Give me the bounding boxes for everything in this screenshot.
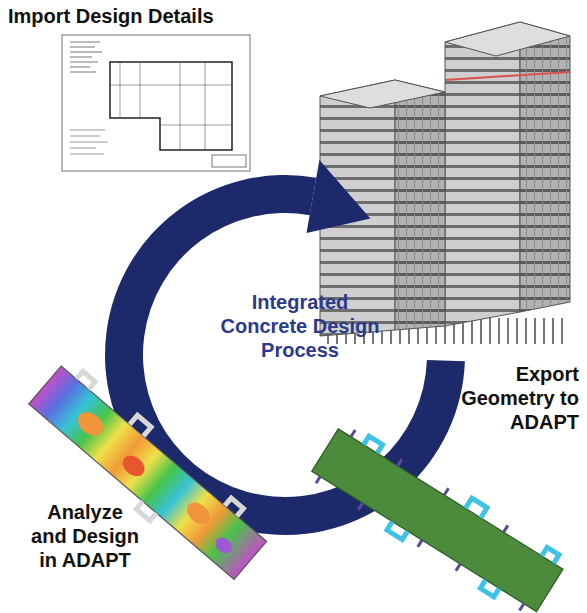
slab-plate <box>312 429 563 612</box>
tower-roof <box>320 80 445 108</box>
column <box>316 427 555 610</box>
tower-face <box>445 22 520 326</box>
wall <box>332 435 560 613</box>
sheet-border <box>62 35 250 171</box>
arrow-head <box>307 160 371 233</box>
drawing-sheet <box>62 35 250 171</box>
stage-node: Analyze and Design in ADAPT <box>28 500 142 572</box>
plan-grid <box>110 62 232 150</box>
sheet-notes <box>70 130 108 154</box>
slab-plate <box>29 366 267 579</box>
sheet-notes <box>70 42 102 72</box>
stage-heading: Analyze and Design in ADAPT <box>28 500 142 572</box>
center-title: Integrated Concrete Design Process <box>215 290 385 362</box>
contour-spot <box>212 534 235 556</box>
building-model <box>320 22 570 344</box>
plan-outline <box>110 62 232 150</box>
stage-node: Import Design Details <box>8 4 214 28</box>
stage-node: Export Geometry to ADAPT <box>455 362 579 434</box>
contour-spot <box>73 407 107 440</box>
tower-roof <box>445 22 570 56</box>
stage-heading: Export Geometry to ADAPT <box>455 362 579 434</box>
geometry-slab <box>306 419 569 613</box>
contour-spot <box>119 451 149 480</box>
contour-slab <box>22 357 274 587</box>
contour-spot <box>183 498 214 529</box>
title-block <box>212 155 246 167</box>
tower-side <box>520 22 570 312</box>
stage-heading: Import Design Details <box>8 4 214 28</box>
tower-side <box>395 80 445 330</box>
highlight-floor <box>445 72 570 80</box>
